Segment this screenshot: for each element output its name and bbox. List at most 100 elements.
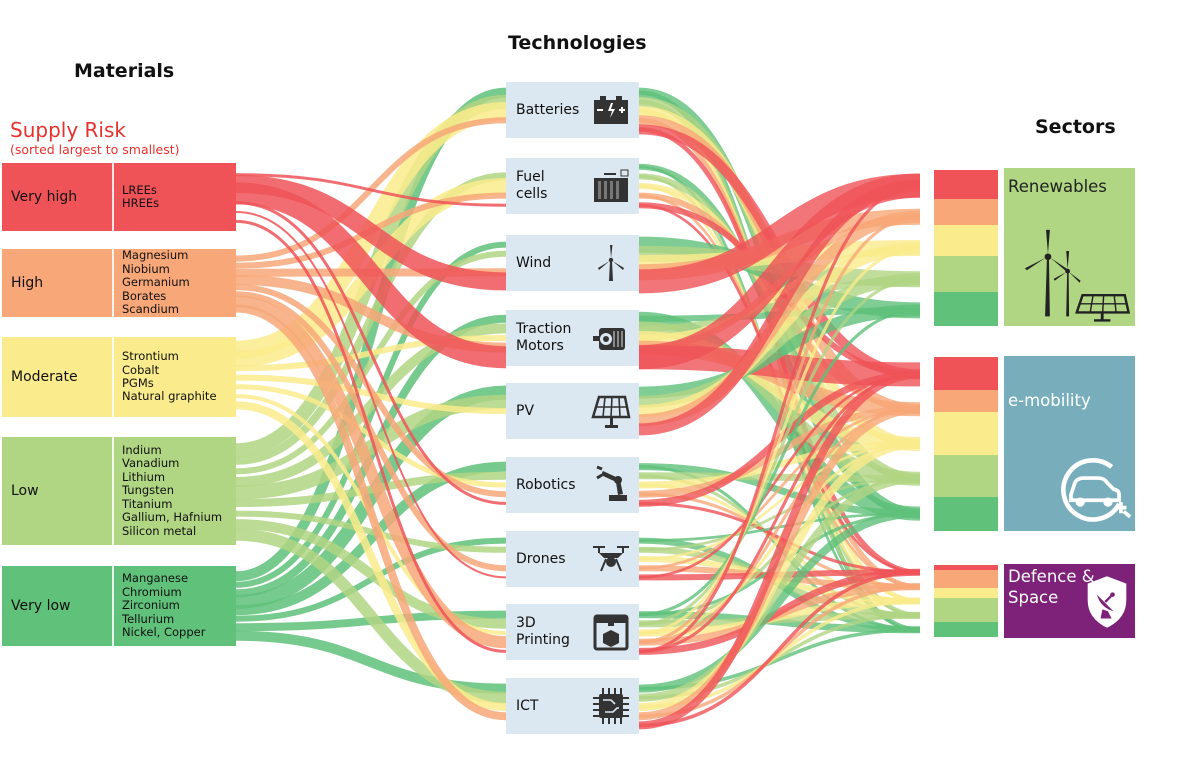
material-name: Gallium, Hafnium bbox=[122, 510, 223, 525]
supply-risk-title: Supply Risk bbox=[10, 118, 126, 142]
tech-robotics: Robotics bbox=[506, 457, 639, 513]
tech-label: Fuel cells bbox=[516, 169, 548, 202]
band-high bbox=[934, 390, 998, 412]
sector-band-renewables bbox=[934, 170, 998, 326]
material-name: HREEs bbox=[122, 196, 160, 210]
flow-ribbon bbox=[235, 471, 507, 508]
tech-label: 3D Printing bbox=[516, 615, 570, 648]
material-name: Cobalt bbox=[122, 362, 160, 377]
tech-fuel-cells: Fuel cells bbox=[506, 158, 639, 214]
band-very-low bbox=[934, 622, 998, 637]
band-very-low bbox=[934, 292, 998, 326]
material-list: Strontium Cobalt PGMs Natural graphite bbox=[122, 337, 217, 417]
material-name: LREEs bbox=[122, 182, 157, 197]
material-list: LREEs HREEs bbox=[122, 163, 159, 231]
band-high bbox=[934, 570, 998, 588]
material-list: Magnesium Niobium Germanium Borates Scan… bbox=[122, 249, 190, 317]
tech-label: PV bbox=[516, 402, 535, 419]
flow-ribbon bbox=[638, 442, 921, 561]
material-name: Chromium bbox=[122, 584, 182, 599]
materials-heading: Materials bbox=[74, 60, 175, 82]
flow-ribbon bbox=[638, 242, 921, 417]
divider bbox=[112, 437, 114, 545]
material-row-very-high: Very high LREEs HREEs bbox=[2, 163, 236, 231]
sector-band-defence-space bbox=[934, 565, 998, 637]
chip-icon bbox=[593, 688, 629, 724]
flow-ribbon bbox=[638, 215, 921, 644]
divider bbox=[112, 566, 114, 646]
material-name: Tungsten bbox=[122, 483, 175, 498]
flow-ribbon bbox=[235, 182, 507, 369]
flow-ribbon bbox=[235, 173, 507, 207]
material-name: Magnesium bbox=[122, 248, 189, 263]
material-name: Indium bbox=[122, 443, 162, 458]
satellite-shield-icon bbox=[1087, 576, 1127, 628]
band-low bbox=[934, 598, 998, 622]
fuel-cell-icon bbox=[594, 169, 629, 202]
flow-ribbon bbox=[235, 295, 507, 649]
flow-ribbon bbox=[235, 250, 507, 475]
material-name: Titanium bbox=[122, 496, 173, 511]
flow-ribbon bbox=[235, 284, 507, 498]
material-name: Germanium bbox=[122, 275, 190, 290]
band-moderate bbox=[934, 225, 998, 256]
flow-ribbon bbox=[235, 304, 507, 721]
tech-pv: PV bbox=[506, 383, 639, 439]
band-low bbox=[934, 455, 998, 497]
risk-level-label: High bbox=[11, 275, 44, 291]
flow-ribbon bbox=[638, 277, 921, 626]
divider bbox=[112, 249, 114, 317]
wind-solar-icon bbox=[1024, 229, 1131, 322]
material-row-high: High Magnesium Niobium Germanium Borates… bbox=[2, 249, 236, 317]
band-very-high bbox=[934, 170, 998, 199]
material-name: Tellurium bbox=[122, 611, 175, 626]
flow-ribbon bbox=[235, 219, 507, 653]
material-name: PGMs bbox=[122, 376, 154, 390]
band-very-low bbox=[934, 497, 998, 531]
sector-e-mobility: e-mobility bbox=[1004, 356, 1135, 531]
supply-risk-subtitle: (sorted largest to smallest) bbox=[10, 142, 180, 157]
tech-label: ICT bbox=[516, 697, 539, 714]
material-row-low: Low Indium Vanadium Lithium Tungsten Tit… bbox=[2, 437, 236, 545]
material-name: Vanadium bbox=[122, 456, 180, 471]
flow-ribbon bbox=[638, 179, 921, 436]
tech-traction-motors: Traction Motors bbox=[506, 310, 639, 366]
flow-ribbon bbox=[235, 211, 507, 579]
flow-ribbon bbox=[638, 474, 921, 702]
flow-ribbon bbox=[638, 273, 921, 408]
flow-ribbon bbox=[638, 373, 921, 579]
flow-ribbon bbox=[235, 291, 507, 572]
sector-label: Renewables bbox=[1008, 177, 1107, 196]
material-name: Lithium bbox=[122, 469, 166, 484]
risk-level-label: Moderate bbox=[11, 369, 78, 385]
band-moderate bbox=[934, 588, 998, 598]
material-row-very-low: Very low Manganese Chromium Zirconium Te… bbox=[2, 566, 236, 646]
tech-label: Drones bbox=[516, 550, 566, 567]
flow-ribbon bbox=[638, 440, 921, 711]
material-name: Manganese bbox=[122, 571, 189, 586]
flow-ribbon bbox=[638, 407, 921, 570]
band-low bbox=[934, 256, 998, 292]
divider bbox=[112, 163, 114, 231]
band-very-high bbox=[934, 565, 998, 570]
material-name: Zirconium bbox=[122, 598, 180, 613]
flow-ribbon bbox=[235, 394, 507, 500]
tech-label: Batteries bbox=[516, 101, 580, 118]
flow-ribbon bbox=[638, 509, 921, 693]
flow-ribbon bbox=[638, 304, 921, 399]
sector-band-e-mobility bbox=[934, 357, 998, 531]
tech-drones: Drones bbox=[506, 531, 639, 587]
drone-icon bbox=[593, 546, 629, 572]
flow-ribbon bbox=[638, 370, 921, 730]
motor-icon bbox=[593, 328, 625, 350]
material-list: Indium Vanadium Lithium Tungsten Titaniu… bbox=[122, 437, 222, 545]
material-name: Natural graphite bbox=[122, 389, 217, 404]
risk-level-label: Low bbox=[11, 483, 39, 499]
risk-level-label: Very high bbox=[11, 189, 78, 205]
tech-3d-printing: 3D Printing bbox=[506, 604, 639, 660]
material-name: Strontium bbox=[122, 349, 179, 364]
tech-wind: Wind bbox=[506, 235, 639, 291]
flow-ribbon bbox=[638, 568, 921, 655]
